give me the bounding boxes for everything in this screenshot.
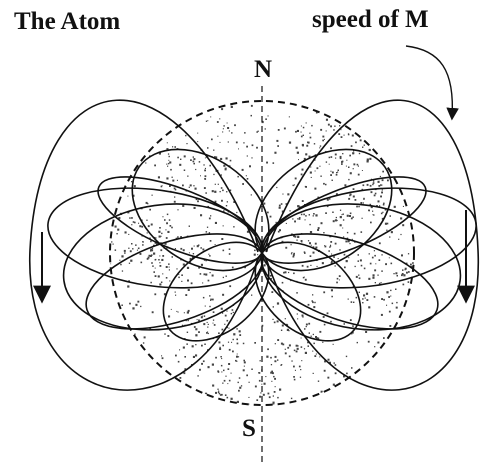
north-pole-label: N	[254, 56, 273, 83]
orbit-lobe	[260, 187, 477, 289]
orbit-lobe	[254, 241, 362, 342]
orbit-lobe	[62, 203, 264, 331]
south-pole-label: S	[242, 415, 256, 442]
orbit-lobe	[97, 176, 264, 264]
speed-pointer-arrow-icon	[405, 45, 459, 121]
atom-boundary	[109, 100, 415, 406]
diagram-title: The Atom	[14, 8, 121, 35]
right-outer-loop	[265, 99, 479, 391]
orbit-lobe	[260, 203, 462, 331]
speed-label: speed of M	[312, 6, 429, 33]
orbit-lobes	[47, 148, 477, 342]
left-outer-loop	[29, 99, 259, 391]
